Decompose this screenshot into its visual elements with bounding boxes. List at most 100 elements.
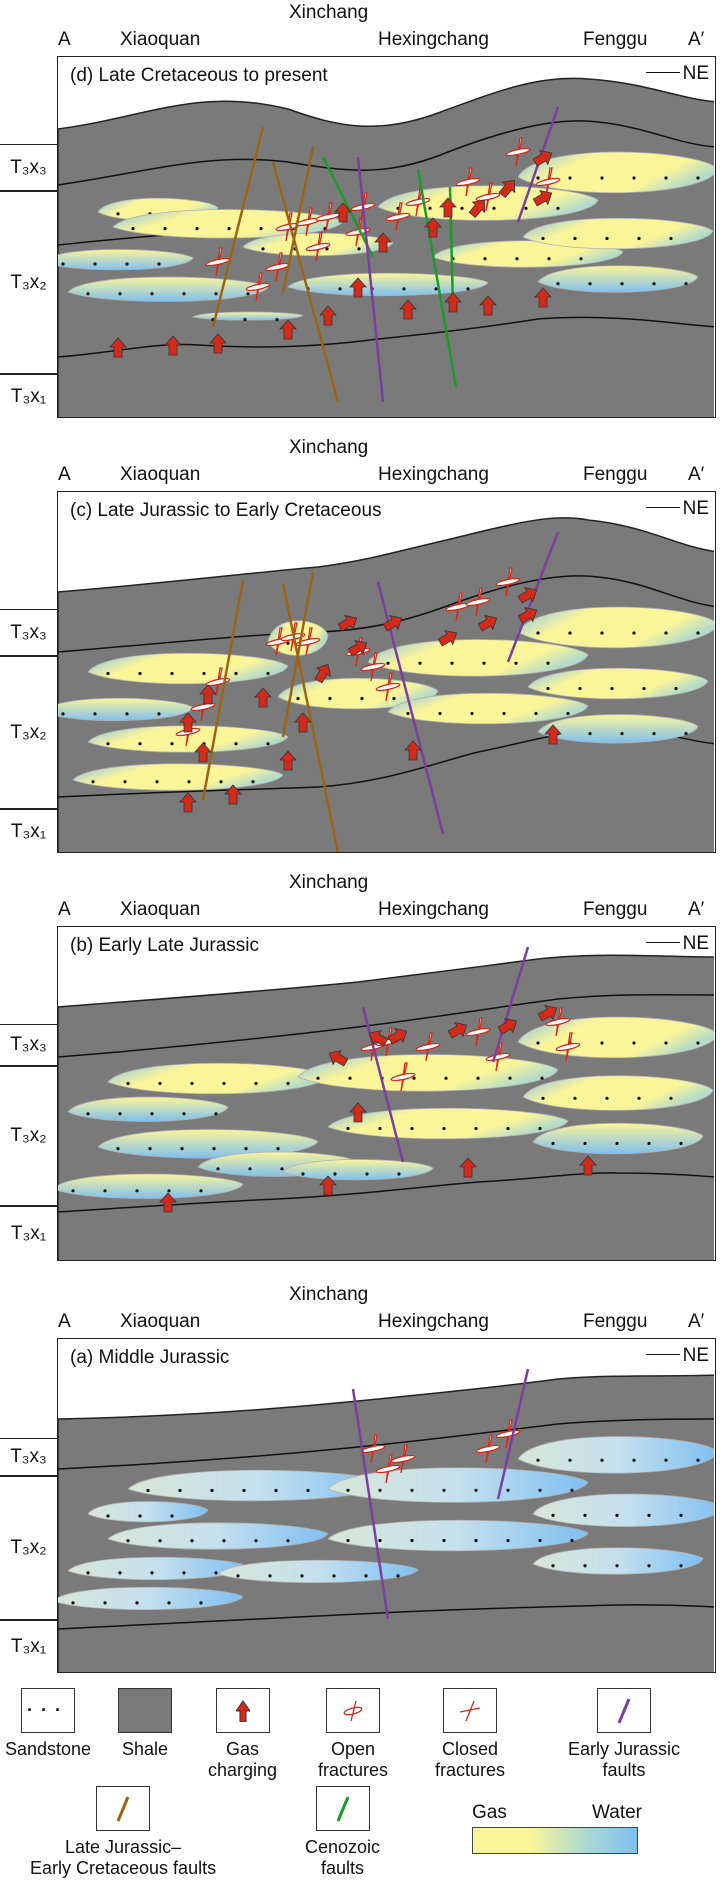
- sandstone-dot: [632, 1458, 636, 1462]
- sandstone-dot: [568, 1458, 572, 1462]
- late-jurassic-fault: [281, 583, 340, 852]
- closed-fracture-icon: [459, 1700, 481, 1721]
- fracture-icon: [475, 182, 501, 212]
- sandstone-dot: [125, 262, 129, 266]
- closed-fractures-label: Closed: [442, 1739, 499, 1759]
- sandstone-dot: [632, 1041, 636, 1045]
- sandstone-dot: [546, 686, 550, 691]
- sandstone-dot: [515, 257, 519, 261]
- sandstone-dot: [679, 1141, 683, 1146]
- location-label-hexingchang: Hexingchang: [378, 899, 489, 920]
- sandstone-dot: [664, 1458, 668, 1462]
- sandstone-dot: [674, 686, 678, 691]
- sandstone-dot: [556, 206, 560, 210]
- sandstone-dot: [346, 1538, 350, 1543]
- sandstone-dot: [357, 247, 361, 251]
- sandstone-dot: [219, 780, 223, 784]
- sandstone-dot: [126, 1081, 130, 1086]
- early-jurassic-faults-label: Early Jurassic: [568, 1739, 681, 1759]
- fracture-icon: [455, 167, 481, 197]
- gas-charging-arrow-icon: [579, 1155, 597, 1176]
- sandstone-lens: [537, 714, 699, 744]
- sandstone-dot: [178, 1488, 182, 1493]
- sandstone-dot: [86, 1571, 90, 1575]
- fracture-icon: [375, 1454, 401, 1484]
- sandstone-dot: [492, 206, 496, 210]
- sandstone-dot: [242, 1488, 246, 1493]
- sandstone-dot: [551, 1513, 555, 1517]
- sandstone-lens: [191, 311, 304, 321]
- direction-indicator: NE: [645, 63, 709, 85]
- sandstone-dot: [620, 732, 624, 736]
- direction-indicator: NE: [645, 933, 709, 955]
- sandstone-dot: [669, 236, 673, 241]
- sandstone-dot: [199, 1601, 203, 1605]
- sandstone-dot: [579, 257, 583, 261]
- sandstone-dot: [664, 176, 668, 180]
- sandstone-lens: [387, 692, 589, 725]
- sandstone-dot: [86, 1112, 90, 1116]
- sandstone-dot: [123, 780, 127, 784]
- gas-charging-arrow-icon: [534, 287, 552, 308]
- late-jurassic-fault: [271, 161, 340, 403]
- sandstone-dot: [696, 176, 700, 180]
- sandstone-dot: [588, 732, 592, 736]
- location-label-a-prime: A′: [688, 464, 705, 485]
- sandstone-dot: [234, 742, 238, 746]
- sandstone-dot: [556, 282, 560, 286]
- direction-label: NE: [682, 498, 709, 519]
- sandstone-dot: [234, 671, 238, 676]
- sandstone-dot: [442, 1488, 446, 1492]
- cenozoic-faults-label: Cenozoic: [305, 1837, 381, 1857]
- panel-title: (a) Middle Jurassic: [70, 1347, 230, 1368]
- sandstone-dot: [190, 1081, 194, 1086]
- sandstone-dot: [474, 1126, 478, 1131]
- location-label-hexingchang: Hexingchang: [378, 1311, 489, 1332]
- gas-charging-arrow-icon: [349, 277, 367, 298]
- gas-charging-arrow-icon: [235, 1699, 250, 1722]
- sandstone-lens: [87, 1501, 209, 1523]
- sandstone-dot: [333, 1172, 337, 1176]
- sandstone-dot: [118, 292, 122, 296]
- sandstone-dot: [190, 1539, 194, 1543]
- legend-item-sandstone: ···Sandstone: [5, 1688, 91, 1760]
- sandstone-dot: [138, 1514, 142, 1518]
- sandstone-dot: [396, 1574, 400, 1578]
- sandstone-dot: [251, 780, 255, 784]
- sandstone-dot: [514, 661, 518, 665]
- location-label-xiaoquan: Xiaoquan: [120, 1311, 201, 1332]
- direction-arrow-icon: [645, 942, 680, 943]
- gas-charging-arrow-icon: [224, 784, 242, 805]
- sandstone-dot: [696, 1041, 700, 1045]
- sandstone-dot: [286, 1081, 290, 1086]
- gas-charging-arrow-icon: [337, 615, 358, 632]
- sandstone-lens: [532, 1547, 704, 1575]
- sandstone-dot: [116, 212, 120, 216]
- sandstone-dot: [61, 262, 65, 266]
- sandstone-dot: [378, 1126, 382, 1131]
- sandstone-dot: [410, 1488, 414, 1492]
- sandstone-dot: [266, 671, 270, 676]
- sandstone-dot: [536, 176, 540, 180]
- sandstone-dot: [642, 686, 646, 691]
- sandstone-dot: [227, 227, 231, 231]
- cenozoic-faults-label: faults: [321, 1858, 365, 1878]
- sandstone-dot: [214, 1112, 218, 1116]
- fracture-icon: [545, 1007, 571, 1037]
- sandstone-lens: [532, 1122, 704, 1155]
- fracture-icon: [390, 1444, 416, 1474]
- fracture-icon: [315, 202, 341, 232]
- gas-charging-arrow-icon: [498, 179, 516, 199]
- fracture-icon: [305, 232, 331, 262]
- early-jurassic-faults-label: faults: [602, 1760, 646, 1780]
- sandstone-dot: [410, 1126, 414, 1131]
- gas-charging-arrow-icon: [447, 1022, 468, 1039]
- sandstone-dot: [583, 1141, 587, 1146]
